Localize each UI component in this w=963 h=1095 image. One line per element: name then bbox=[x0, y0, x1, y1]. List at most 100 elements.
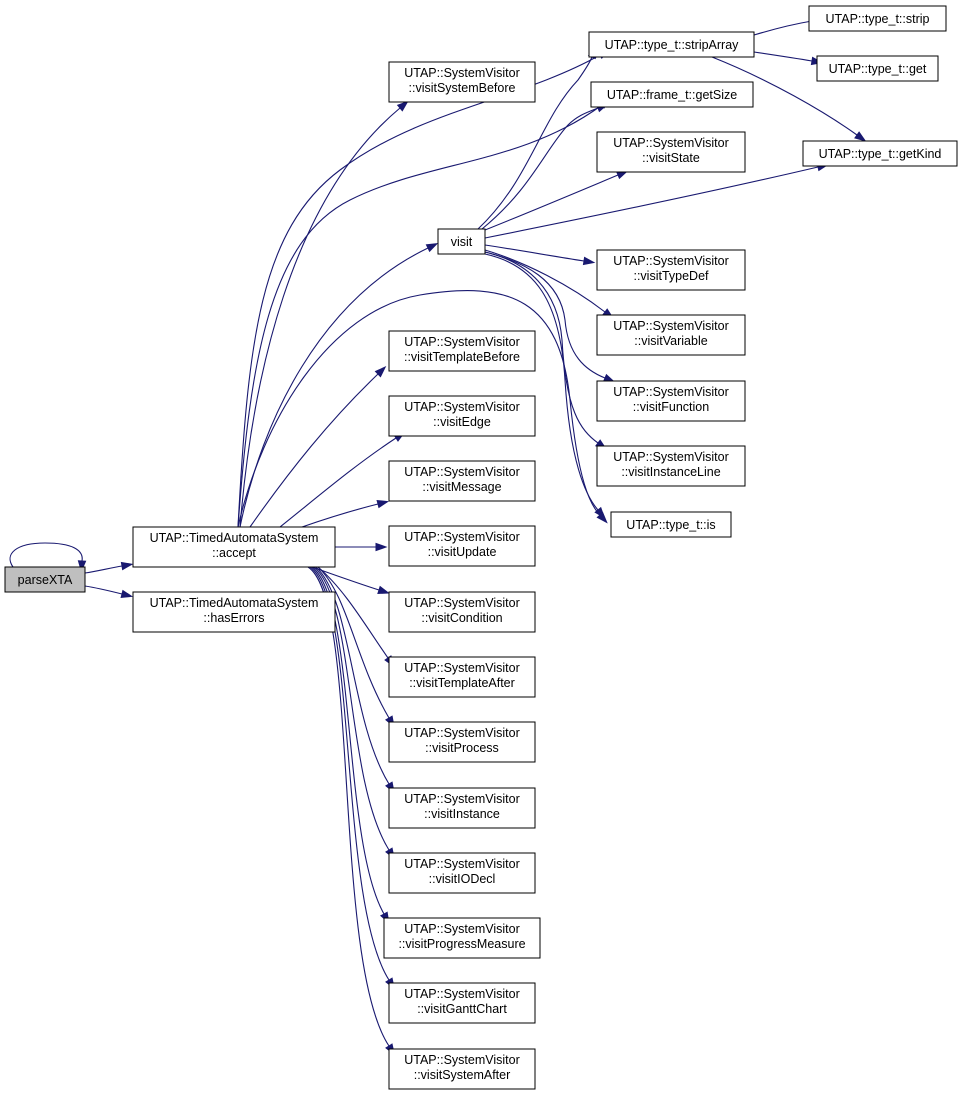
node-box bbox=[596, 314, 746, 356]
node-box bbox=[596, 445, 746, 487]
node-visitGanttChart[interactable]: UTAP::SystemVisitor::visitGanttChart bbox=[388, 982, 536, 1024]
node-visitTemplateAfter[interactable]: UTAP::SystemVisitor::visitTemplateAfter bbox=[388, 656, 536, 698]
node-label-line: ::visitTemplateBefore bbox=[404, 350, 520, 364]
node-label-line: UTAP::SystemVisitor bbox=[613, 319, 729, 333]
node-label-line: ::visitFunction bbox=[633, 400, 709, 414]
arrowhead bbox=[377, 585, 390, 594]
edge-line bbox=[239, 247, 429, 528]
node-box bbox=[590, 81, 754, 108]
edge-visit-to-is bbox=[484, 253, 606, 519]
node-visitState[interactable]: UTAP::SystemVisitor::visitState bbox=[596, 131, 746, 173]
edge-line bbox=[484, 251, 599, 444]
edge-line bbox=[279, 437, 397, 528]
node-label-line: UTAP::type_t::get bbox=[829, 62, 927, 76]
node-label-line: UTAP::TimedAutomataSystem bbox=[150, 531, 319, 545]
node-box bbox=[816, 55, 939, 82]
node-visitFunction[interactable]: UTAP::SystemVisitor::visitFunction bbox=[596, 380, 746, 422]
edge-line bbox=[237, 290, 601, 528]
edge-visit-to-getSize bbox=[481, 103, 609, 230]
node-label-line: UTAP::SystemVisitor bbox=[404, 922, 520, 936]
edge-line bbox=[311, 566, 385, 915]
node-accept[interactable]: UTAP::TimedAutomataSystem::accept bbox=[132, 526, 336, 568]
node-label-line: UTAP::SystemVisitor bbox=[404, 1053, 520, 1067]
node-box bbox=[388, 525, 536, 567]
node-visitTypeDef[interactable]: UTAP::SystemVisitor::visitTypeDef bbox=[596, 249, 746, 291]
edge-visit-to-visitTypeDef bbox=[484, 244, 596, 266]
node-visit[interactable]: visit bbox=[437, 228, 486, 255]
node-visitSystemBefore[interactable]: UTAP::SystemVisitor::visitSystemBefore bbox=[388, 61, 536, 103]
edge-line bbox=[484, 244, 585, 262]
node-stripArray[interactable]: UTAP::type_t::stripArray bbox=[588, 31, 755, 58]
node-strip[interactable]: UTAP::type_t::strip bbox=[808, 5, 947, 32]
arrowhead bbox=[77, 560, 87, 573]
node-box bbox=[388, 1048, 536, 1090]
arrowhead bbox=[582, 256, 596, 266]
node-label-line: ::visitUpdate bbox=[428, 545, 497, 559]
node-label-line: UTAP::SystemVisitor bbox=[404, 726, 520, 740]
edge-line bbox=[315, 566, 390, 785]
edge-accept-to-stripArray bbox=[237, 49, 611, 528]
node-label-line: UTAP::SystemVisitor bbox=[404, 987, 520, 1001]
node-is[interactable]: UTAP::type_t::is bbox=[610, 511, 732, 538]
edge-accept-to-visitEdge bbox=[279, 431, 406, 528]
edge-accept-to-visitCondition bbox=[311, 566, 390, 594]
node-parseXTA[interactable]: parseXTA bbox=[4, 566, 86, 593]
node-box bbox=[388, 787, 536, 829]
node-visitIODecl[interactable]: UTAP::SystemVisitor::visitIODecl bbox=[388, 852, 536, 894]
node-label-line: UTAP::type_t::getKind bbox=[819, 147, 942, 161]
node-visitTemplateBefore[interactable]: UTAP::SystemVisitor::visitTemplateBefore bbox=[388, 330, 536, 372]
edge-line bbox=[484, 249, 606, 313]
node-visitSystemAfter[interactable]: UTAP::SystemVisitor::visitSystemAfter bbox=[388, 1048, 536, 1090]
edge-line bbox=[9, 542, 83, 568]
node-label-line: UTAP::SystemVisitor bbox=[404, 857, 520, 871]
edge-line bbox=[484, 166, 819, 239]
edge-parseXTA-to-hasErrors bbox=[84, 585, 134, 599]
edge-line bbox=[753, 20, 813, 36]
node-box bbox=[388, 395, 536, 437]
arrowhead bbox=[425, 242, 439, 253]
edge-line bbox=[484, 174, 619, 231]
arrowhead bbox=[375, 542, 388, 552]
node-visitInstanceLine[interactable]: UTAP::SystemVisitor::visitInstanceLine bbox=[596, 445, 746, 487]
edge-visit-to-getKind bbox=[484, 162, 830, 239]
edge-line bbox=[84, 565, 123, 574]
arrowhead bbox=[396, 100, 409, 112]
edge-line bbox=[711, 56, 858, 136]
node-box bbox=[808, 5, 947, 32]
node-label-line: parseXTA bbox=[18, 573, 73, 587]
node-visitMessage[interactable]: UTAP::SystemVisitor::visitMessage bbox=[388, 460, 536, 502]
node-label-line: UTAP::SystemVisitor bbox=[404, 530, 520, 544]
node-label-line: UTAP::SystemVisitor bbox=[404, 465, 520, 479]
node-box bbox=[802, 140, 958, 167]
node-get[interactable]: UTAP::type_t::get bbox=[816, 55, 939, 82]
node-getSize[interactable]: UTAP::frame_t::getSize bbox=[590, 81, 754, 108]
arrowhead bbox=[854, 131, 867, 142]
node-visitEdge[interactable]: UTAP::SystemVisitor::visitEdge bbox=[388, 395, 536, 437]
node-label-line: ::visitInstanceLine bbox=[621, 465, 720, 479]
arrowhead bbox=[120, 561, 134, 571]
node-label-line: ::visitTypeDef bbox=[633, 269, 709, 283]
edge-line bbox=[313, 566, 390, 851]
node-hasErrors[interactable]: UTAP::TimedAutomataSystem::hasErrors bbox=[132, 591, 336, 633]
edge-parseXTA-to-accept bbox=[84, 561, 134, 574]
node-visitProcess[interactable]: UTAP::SystemVisitor::visitProcess bbox=[388, 721, 536, 763]
node-visitVariable[interactable]: UTAP::SystemVisitor::visitVariable bbox=[596, 314, 746, 356]
node-visitCondition[interactable]: UTAP::SystemVisitor::visitCondition bbox=[388, 591, 536, 633]
node-label-line: ::visitCondition bbox=[421, 611, 502, 625]
node-label-line: ::visitMessage bbox=[422, 480, 501, 494]
node-box bbox=[132, 526, 336, 568]
edge-accept-to-visitMessage bbox=[301, 499, 390, 528]
node-getKind[interactable]: UTAP::type_t::getKind bbox=[802, 140, 958, 167]
node-visitInstance[interactable]: UTAP::SystemVisitor::visitInstance bbox=[388, 787, 536, 829]
edge-visit-to-visitState bbox=[484, 170, 629, 231]
node-visitUpdate[interactable]: UTAP::SystemVisitor::visitUpdate bbox=[388, 525, 536, 567]
node-visitProgressMeasure[interactable]: UTAP::SystemVisitor::visitProgressMeasur… bbox=[383, 917, 541, 959]
node-box bbox=[388, 61, 536, 103]
arrowhead bbox=[376, 499, 390, 509]
edge-line bbox=[317, 566, 389, 659]
arrowhead bbox=[374, 366, 387, 378]
node-box bbox=[388, 721, 536, 763]
node-label-line: ::visitProcess bbox=[425, 741, 499, 755]
node-label-line: UTAP::SystemVisitor bbox=[404, 335, 520, 349]
